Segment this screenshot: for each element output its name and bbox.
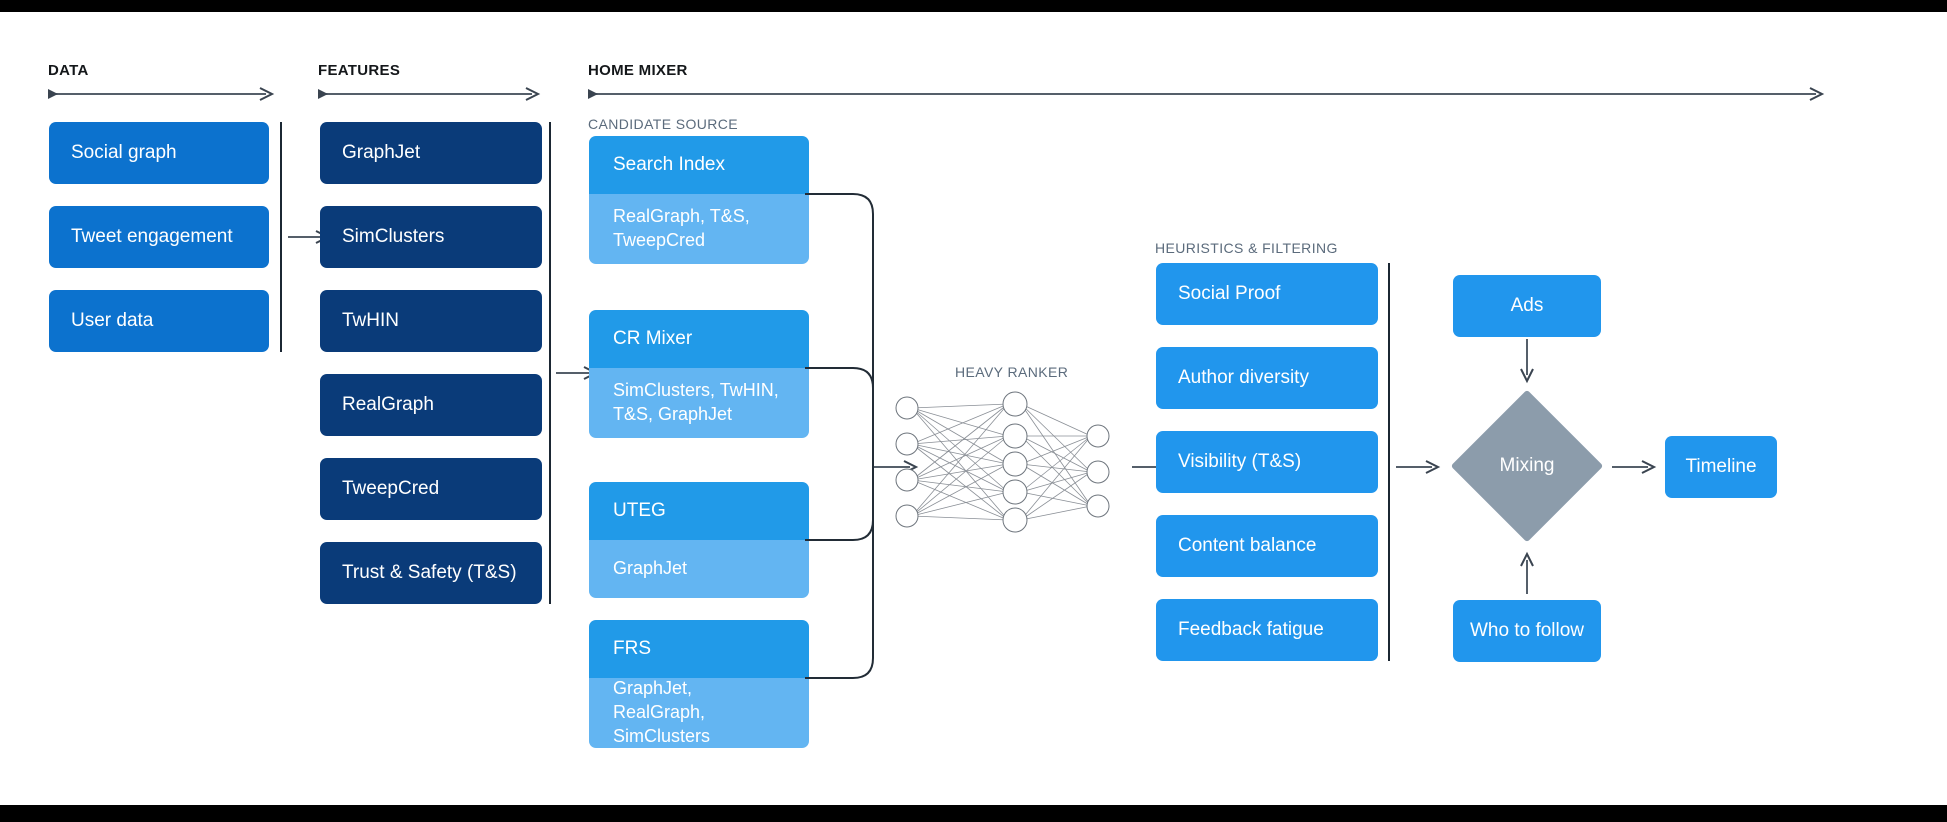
phase-title-home-mixer: HOME MIXER	[588, 62, 688, 79]
feature-box-label: TwHIN	[342, 309, 399, 331]
phase-title-features: FEATURES	[318, 62, 401, 79]
heavy-ranker-network	[895, 391, 1110, 533]
candidate-source-title: Search Index	[589, 136, 809, 194]
candidate-source-title: UTEG	[589, 482, 809, 540]
feature-box-twhin[interactable]: TwHIN	[320, 290, 542, 352]
candidate-source-title: FRS	[589, 620, 809, 678]
candidate-source-features: GraphJet	[589, 540, 809, 598]
candidate-source-card-search-index[interactable]: Search Index RealGraph, T&S, TweepCred	[589, 136, 809, 264]
feature-box-label: Trust & Safety (T&S)	[342, 561, 517, 583]
candidate-source-title: CR Mixer	[589, 310, 809, 368]
candidate-source-card-uteg[interactable]: UTEG GraphJet	[589, 482, 809, 598]
data-box-social-graph[interactable]: Social graph	[49, 122, 269, 184]
features-column-rule	[549, 122, 551, 604]
candidate-collector-lines	[805, 193, 874, 679]
feature-box-tweepcred[interactable]: TweepCred	[320, 458, 542, 520]
feature-box-graphjet[interactable]: GraphJet	[320, 122, 542, 184]
feature-box-trust-safety[interactable]: Trust & Safety (T&S)	[320, 542, 542, 604]
arrow-ads-to-mixing	[1520, 339, 1534, 384]
output-box-label: Who to follow	[1469, 619, 1585, 641]
arrow-who-to-follow-to-mixing	[1520, 551, 1534, 594]
heuristic-box-author-diversity[interactable]: Author diversity	[1156, 347, 1378, 409]
data-box-label: User data	[71, 309, 154, 331]
feature-box-label: RealGraph	[342, 393, 434, 415]
section-label-heavy-ranker: HEAVY RANKER	[955, 364, 1069, 380]
output-box-who-to-follow[interactable]: Who to follow	[1453, 600, 1601, 662]
arrow-heuristics-to-mixing	[1396, 460, 1441, 474]
phase-title-data: DATA	[48, 62, 89, 79]
arrow-mixing-to-timeline	[1612, 460, 1657, 474]
phase-axis-home-mixer	[588, 87, 1825, 101]
data-box-tweet-engagement[interactable]: Tweet engagement	[49, 206, 269, 268]
feature-box-label: TweepCred	[342, 477, 440, 499]
phase-axis-data	[48, 87, 275, 101]
section-label-heuristics: HEURISTICS & FILTERING	[1155, 240, 1338, 256]
heuristic-box-feedback-fatigue[interactable]: Feedback fatigue	[1156, 599, 1378, 661]
data-box-label: Tweet engagement	[71, 225, 233, 247]
heuristics-column-rule	[1388, 263, 1390, 661]
output-box-label: Timeline	[1685, 455, 1757, 477]
mixing-diamond[interactable]	[1450, 389, 1604, 543]
data-column-rule	[280, 122, 282, 352]
heuristic-box-label: Visibility (T&S)	[1178, 450, 1302, 472]
output-box-ads[interactable]: Ads	[1453, 275, 1601, 337]
candidate-source-features: GraphJet, RealGraph, SimClusters	[589, 678, 809, 748]
section-label-candidate-source: CANDIDATE SOURCE	[588, 116, 739, 132]
feature-box-label: SimClusters	[342, 225, 445, 247]
phase-axis-features	[318, 87, 541, 101]
candidate-source-card-frs[interactable]: FRS GraphJet, RealGraph, SimClusters	[589, 620, 809, 748]
heuristic-box-label: Content balance	[1178, 534, 1317, 556]
candidate-source-card-cr-mixer[interactable]: CR Mixer SimClusters, TwHIN, T&S, GraphJ…	[589, 310, 809, 438]
output-box-timeline[interactable]: Timeline	[1665, 436, 1777, 498]
feature-box-label: GraphJet	[342, 141, 421, 163]
heuristic-box-label: Social Proof	[1178, 282, 1281, 304]
heuristic-box-label: Feedback fatigue	[1178, 618, 1324, 640]
heuristic-box-visibility[interactable]: Visibility (T&S)	[1156, 431, 1378, 493]
heuristic-box-content-balance[interactable]: Content balance	[1156, 515, 1378, 577]
heuristic-box-social-proof[interactable]: Social Proof	[1156, 263, 1378, 325]
heuristic-box-label: Author diversity	[1178, 366, 1309, 388]
feature-box-simclusters[interactable]: SimClusters	[320, 206, 542, 268]
candidate-source-features: RealGraph, T&S, TweepCred	[589, 194, 809, 264]
diagram-canvas: DATA FEATURES HOME MIXER CANDIDATE SOURC…	[0, 12, 1947, 805]
feature-box-realgraph[interactable]: RealGraph	[320, 374, 542, 436]
output-box-label: Ads	[1510, 294, 1544, 316]
candidate-source-features: SimClusters, TwHIN, T&S, GraphJet	[589, 368, 809, 438]
data-box-label: Social graph	[71, 141, 177, 163]
data-box-user-data[interactable]: User data	[49, 290, 269, 352]
